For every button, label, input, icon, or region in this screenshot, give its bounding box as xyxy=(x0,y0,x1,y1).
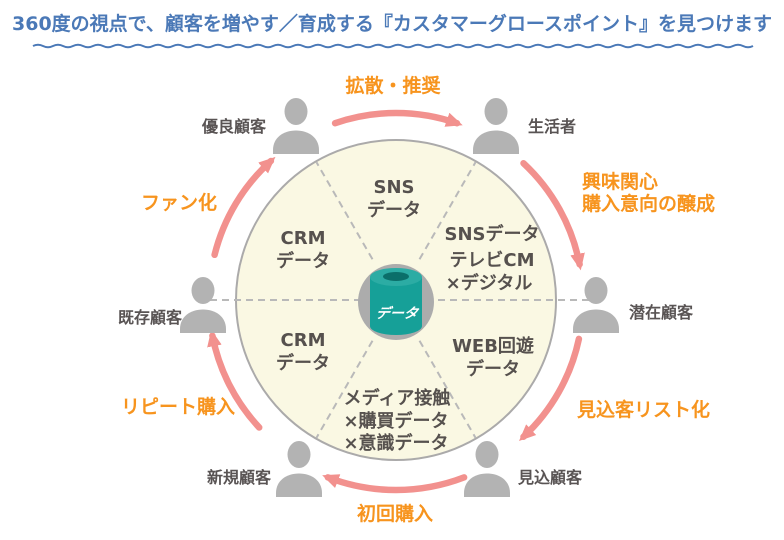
actor-label-senzai-kokyaku: 潜在顧客 xyxy=(629,303,694,322)
actor-label-shinki-kokyaku: 新規顧客 xyxy=(207,468,272,487)
transition-label-repeat: リピート購入 xyxy=(121,395,235,418)
actor-label-kison-kokyaku: 既存顧客 xyxy=(118,308,183,327)
segment-crm-lower: CRM データ xyxy=(276,330,330,374)
person-icon-shinki-kokyaku xyxy=(276,441,322,497)
flow-arrow-kyomi xyxy=(520,159,585,271)
title-underline-wave xyxy=(32,43,754,49)
segment-label-line: データ xyxy=(466,358,520,380)
segment-dividers xyxy=(198,161,598,439)
segment-label-line: ×意識データ xyxy=(343,432,448,454)
segment-label-line: データ xyxy=(276,352,330,374)
transition-label-kakusan: 拡散・推奨 xyxy=(345,74,441,97)
person-icon-seikatsusha xyxy=(473,98,519,154)
divider-upper-left xyxy=(315,161,374,260)
segment-sns: SNS データ xyxy=(367,177,421,221)
segment-web-kaiyu: WEB回遊 データ xyxy=(452,335,534,380)
segment-label-line: CRM xyxy=(281,228,326,249)
segment-label-line: データ xyxy=(276,250,330,272)
transition-label-line: 興味関心 xyxy=(582,171,658,193)
transition-label-fan: ファン化 xyxy=(141,191,217,214)
transition-label-line: 購入意向の醸成 xyxy=(582,192,715,215)
person-icon-yuryo-kokyaku xyxy=(273,98,319,154)
segment-label-line: WEB回遊 xyxy=(452,335,534,357)
flow-arrow-mikomi-list xyxy=(519,335,583,441)
segment-sns-tv-digital: SNSデータ テレビCM ×デジタル xyxy=(445,223,540,294)
flow-arrow-repeat xyxy=(207,329,263,431)
transition-label-kyomi: 興味関心 購入意向の醸成 xyxy=(582,171,715,215)
flow-arrow-shokai xyxy=(322,474,468,494)
segment-label-line: SNSデータ xyxy=(445,223,540,245)
segment-media-contact: メディア接触 ×購買データ ×意識データ xyxy=(343,387,450,454)
segment-label-line: ×購買データ xyxy=(343,410,448,432)
segment-label-line: SNS xyxy=(374,177,415,198)
actor-label-yuryo-kokyaku: 優良顧客 xyxy=(201,117,267,136)
actor-label-seikatsusha: 生活者 xyxy=(528,117,576,136)
person-icon-kison-kokyaku xyxy=(180,277,226,333)
flow-arrow-fan xyxy=(211,156,276,259)
database-label: データ xyxy=(374,305,420,322)
actor-label-mikomi-kokyaku: 見込顧客 xyxy=(517,468,583,487)
segment-label-line: ×デジタル xyxy=(446,272,533,294)
person-icon-mikomi-kokyaku xyxy=(464,441,510,497)
person-icon-senzai-kokyaku xyxy=(573,277,619,333)
segment-crm-upper: CRM データ xyxy=(276,228,330,272)
segment-label-line: テレビCM xyxy=(449,250,534,271)
segment-label-line: CRM xyxy=(281,330,326,351)
divider-lower-right xyxy=(418,340,477,439)
segment-label-line: データ xyxy=(367,199,421,221)
page-title: 360度の視点で、顧客を増やす／育成する『カスタマーグロースポイント』を見つけま… xyxy=(12,13,772,35)
divider-lower-left xyxy=(315,340,374,439)
transition-label-shokai: 初回購入 xyxy=(357,502,433,525)
transition-label-mikomi-list: 見込客リスト化 xyxy=(577,398,710,421)
flow-arrow-kakusan xyxy=(331,109,463,127)
segment-label-line: メディア接触 xyxy=(344,387,451,409)
divider-upper-right xyxy=(418,161,477,260)
database-icon: データ xyxy=(358,264,434,340)
